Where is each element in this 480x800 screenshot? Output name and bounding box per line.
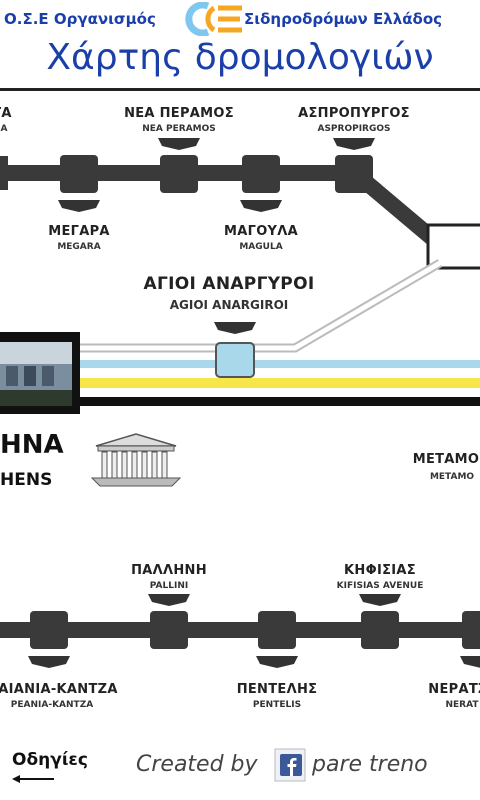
station-label-kifisias-latin: KIFISIAS AVENUE (336, 581, 424, 591)
station-block-kifisias[interactable] (359, 594, 401, 649)
station-block-ta[interactable] (0, 156, 8, 190)
station-label-metamorfosi: ΜΕΤΑΜΟ (412, 452, 480, 467)
station-block-pentelis[interactable] (256, 611, 298, 668)
station-label-ta: ΤΑ (0, 106, 12, 121)
footer (0, 740, 480, 800)
station-label-megara: ΜΕΓΑΡΑ (48, 224, 110, 239)
station-label-pentelis-latin: PENTELIS (252, 700, 302, 710)
station-label-nea-peramos-latin: NEA PERAMOS (142, 124, 216, 134)
athens-station-photo[interactable] (0, 332, 80, 414)
station-label-nea-peramos: ΝΕΑ ΠΕΡΑΜΟΣ (124, 106, 234, 121)
station-label-magoula-latin: MAGULA (239, 242, 283, 252)
ose-logo-icon (185, 2, 242, 36)
station-label-metamorfosi-latin: METAMO (429, 472, 475, 482)
instructions-label: Οδηγίες (12, 750, 88, 770)
station-label-agioi-anargiroi: ΑΓΙΟΙ ΑΝΑΡΓΥΡΟΙ (143, 274, 315, 294)
organization-name-left: Ο.Σ.Ε Οργανισμός (4, 10, 156, 28)
station-label-aspropirgos: ΑΣΠΡΟΠΥΡΓΟΣ (298, 106, 410, 121)
organization-name-right: Σιδηροδρόμων Ελλάδος (244, 10, 443, 28)
map-frame-border (0, 88, 480, 91)
station-label-agioi-anargiroi-latin: AGIOI ANARGIROI (169, 298, 289, 312)
station-label-pallini-latin: PALLINI (149, 581, 189, 591)
instructions-button[interactable]: Οδηγίες (10, 748, 100, 788)
station-block-megara[interactable] (58, 155, 100, 212)
station-label-athens: ΗΝΑ (0, 430, 64, 460)
station-block-agioi-anargiroi[interactable] (214, 322, 256, 378)
station-label-ta-latin: A (0, 124, 8, 134)
station-block-neratziotissa[interactable] (460, 611, 480, 668)
station-label-aspropirgos-latin: ASPROPIRGOS (317, 124, 391, 134)
station-label-magoula: ΜΑΓΟΥΛΑ (224, 224, 298, 239)
station-label-kifisias: ΚΗΦΙΣΙΑΣ (344, 563, 416, 578)
station-label-neratziotissa-latin: NERAT (445, 700, 479, 710)
station-block-peania-kantza[interactable] (28, 611, 70, 668)
suburban-line (80, 259, 480, 406)
author-name[interactable]: pare treno (312, 752, 428, 777)
station-label-megara-latin: MEGARA (57, 242, 101, 252)
station-label-pallini: ΠΑΛΛΗΝΗ (131, 563, 207, 578)
route-map[interactable] (0, 88, 480, 740)
station-label-peania-kantza-latin: PEANIA-KANTZA (10, 700, 94, 710)
parthenon-icon (90, 433, 182, 487)
station-label-athens-latin: HENS (0, 470, 53, 490)
facebook-icon[interactable] (274, 748, 306, 782)
station-block-nea-peramos[interactable] (158, 138, 200, 193)
station-label-neratziotissa: ΝΕΡΑΤΖ (428, 682, 480, 697)
station-label-peania-kantza: ΑΙΑΝΙΑ-ΚΑΝΤΖΑ (0, 682, 118, 697)
header: Ο.Σ.Ε Οργανισμός Σιδηροδρόμων Ελλάδος Χά… (0, 0, 480, 90)
page-title: Χάρτης δρομολογιών (46, 37, 434, 78)
organization-line: Ο.Σ.Ε Οργανισμός Σιδηροδρόμων Ελλάδος (0, 2, 480, 36)
station-label-pentelis: ΠΕΝΤΕΛΗΣ (236, 682, 318, 697)
back-arrow-icon (12, 775, 54, 783)
created-by-label: Created by (136, 752, 258, 777)
station-block-aspropirgos[interactable] (333, 138, 375, 193)
station-block-pallini[interactable] (148, 594, 190, 649)
station-block-magoula[interactable] (240, 155, 282, 212)
